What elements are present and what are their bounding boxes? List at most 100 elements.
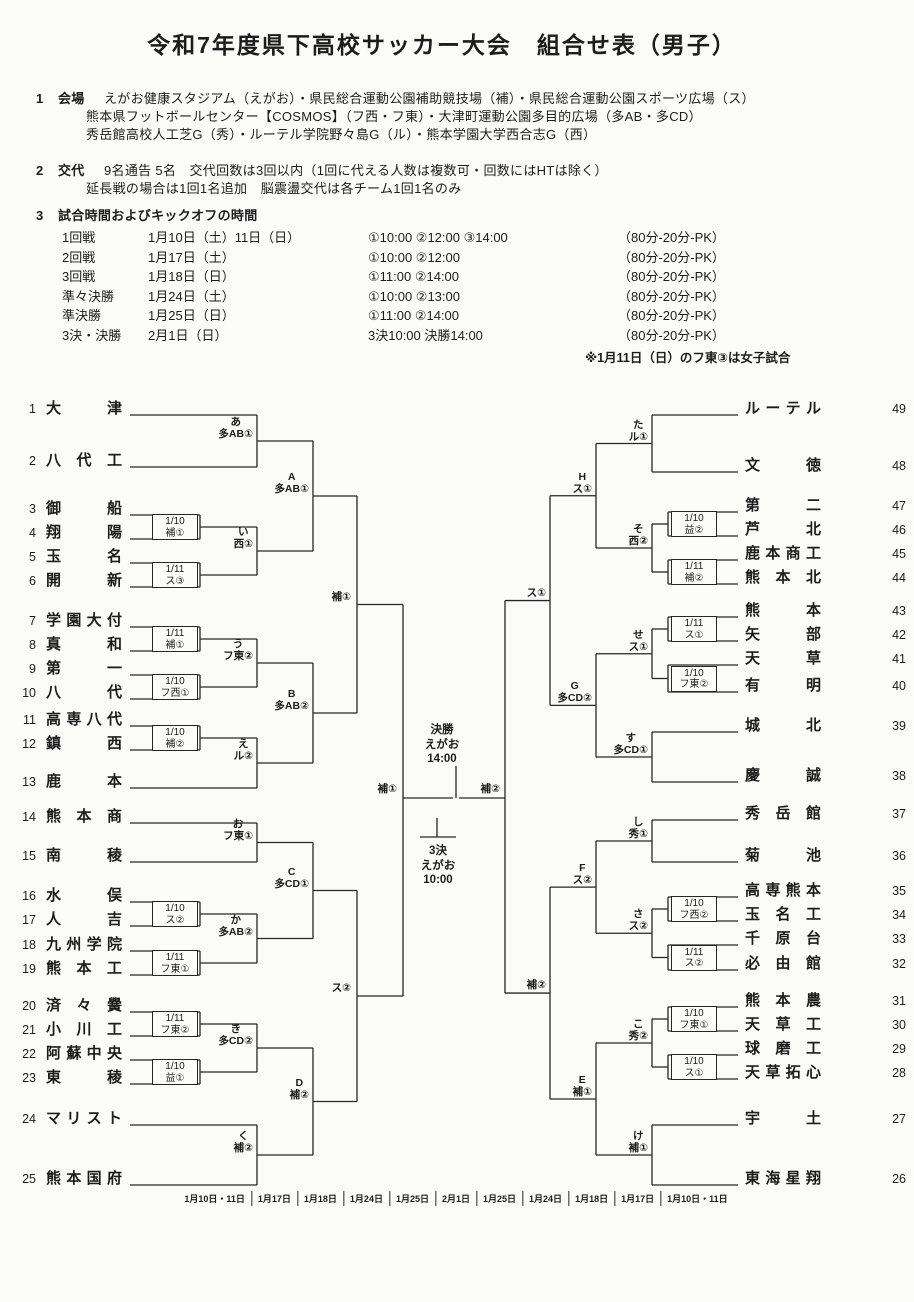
footer-date: 1月10日・11日 bbox=[660, 1191, 734, 1206]
match-duration: （80分-20分-PK） bbox=[618, 230, 725, 245]
match-venue-label: 多AB② bbox=[218, 925, 253, 938]
match-venue-label: 補① bbox=[331, 590, 351, 603]
team-name: 矢部 bbox=[745, 626, 821, 643]
page-title: 令和7年度県下高校サッカー大会 組合せ表（男子） bbox=[147, 32, 737, 58]
kickoff-times: 3決10:00 決勝14:00 bbox=[368, 327, 483, 343]
match-venue-label: 補② bbox=[526, 979, 546, 992]
team-number: 40 bbox=[892, 679, 906, 693]
team-number: 44 bbox=[892, 571, 906, 585]
team-number: 4 bbox=[29, 526, 36, 540]
match-venue: 益① bbox=[165, 1072, 185, 1084]
match-letter: D bbox=[295, 1076, 304, 1089]
match-date: 1/10 bbox=[684, 1056, 704, 1067]
match-venue: 補① bbox=[165, 639, 185, 651]
match-venue: 補② bbox=[684, 572, 704, 584]
round-date: 1月24日（土） bbox=[148, 288, 235, 304]
match-venue-label: 補① bbox=[628, 1142, 648, 1154]
third-place-venue: えがお bbox=[420, 859, 456, 872]
match-venue-label: 西② bbox=[628, 535, 648, 547]
match-date: 1/10 bbox=[684, 898, 704, 909]
team-number: 9 bbox=[29, 662, 36, 676]
footer-date: 2月1日 bbox=[434, 1191, 476, 1206]
team-name: 文徳 bbox=[745, 457, 821, 474]
section-label: 会場 bbox=[58, 91, 85, 106]
match-venue-label: ス① bbox=[628, 640, 648, 653]
match-venue: 補② bbox=[165, 738, 185, 750]
match-letter: く bbox=[238, 1130, 249, 1142]
match-venue-label: 補② bbox=[289, 1088, 309, 1101]
team-name: 熊本農 bbox=[745, 992, 821, 1009]
match-letter: G bbox=[570, 680, 579, 693]
team-number: 3 bbox=[29, 502, 36, 516]
round-name: 2回戦 bbox=[62, 249, 96, 265]
match-venue: 益② bbox=[684, 524, 704, 536]
team-number: 16 bbox=[22, 889, 36, 903]
match-label: 補① bbox=[378, 783, 397, 795]
match-duration: （80分-20分-PK） bbox=[618, 288, 725, 304]
match-venue-label: 補① bbox=[377, 783, 397, 795]
team-number: 39 bbox=[892, 719, 906, 733]
match-venue-label: 多CD① bbox=[274, 877, 309, 890]
match-venue-label: 多CD② bbox=[557, 692, 592, 705]
match-venue-label: 西① bbox=[233, 538, 253, 550]
match-label: さス② bbox=[629, 908, 648, 932]
match-label: うフ東② bbox=[223, 638, 253, 662]
match-date: 1/10 bbox=[165, 676, 185, 687]
team-number: 31 bbox=[892, 994, 906, 1008]
match-venue-label: ス② bbox=[628, 920, 648, 933]
team-number: 21 bbox=[22, 1023, 36, 1037]
match-venue: フ東① bbox=[160, 963, 190, 975]
team-number: 13 bbox=[22, 775, 36, 789]
footer-date: 1月24日 bbox=[342, 1191, 389, 1206]
team-number: 26 bbox=[892, 1172, 906, 1186]
match-letter: B bbox=[287, 688, 296, 700]
match-letter: た bbox=[633, 418, 644, 431]
team-name: 高専八代 bbox=[46, 711, 122, 728]
team-name: 第二 bbox=[745, 497, 821, 514]
kickoff-times: ①11:00 ②14:00 bbox=[368, 308, 460, 323]
team-name: 東海星翔 bbox=[745, 1170, 821, 1187]
team-number: 42 bbox=[892, 628, 906, 642]
team-name: 有明 bbox=[745, 677, 821, 694]
team-number: 35 bbox=[892, 884, 906, 898]
match-venue-label: 多CD① bbox=[613, 744, 648, 756]
round-date: 1月18日（日） bbox=[148, 269, 235, 284]
team-name: 熊本国府 bbox=[46, 1170, 122, 1187]
match-date: 1/11 bbox=[684, 561, 704, 572]
team-number: 7 bbox=[29, 614, 36, 628]
kickoff-times: ①10:00 ②12:00 ③14:00 bbox=[368, 230, 508, 245]
substitution-row: 延長戦の場合は1回1名追加 脳震盪交代は各チーム1回1名のみ bbox=[86, 180, 608, 198]
team-number: 8 bbox=[29, 638, 36, 652]
match-venue-label: ス② bbox=[331, 982, 351, 994]
match-venue: 補① bbox=[165, 527, 185, 539]
team-number: 32 bbox=[892, 957, 906, 971]
match-duration: （80分-20分-PK） bbox=[618, 269, 725, 284]
team-number: 29 bbox=[892, 1042, 906, 1056]
third-place-match-label: 3決 えがお 10:00 bbox=[408, 844, 468, 888]
footer-date: 1月18日 bbox=[568, 1191, 614, 1206]
team-number: 45 bbox=[892, 547, 906, 561]
team-number: 49 bbox=[892, 402, 906, 416]
team-name: 鹿本 bbox=[46, 773, 122, 790]
round-name: 3回戦 bbox=[62, 269, 96, 284]
team-name: 慶誠 bbox=[745, 767, 821, 784]
match-date: 1/10 bbox=[165, 903, 185, 914]
team-name: 九州学院 bbox=[46, 936, 122, 953]
match-date: 1/11 bbox=[165, 628, 185, 639]
match-letter: こ bbox=[633, 1018, 644, 1030]
team-name: 菊池 bbox=[745, 847, 821, 864]
team-number: 25 bbox=[22, 1172, 36, 1186]
match-venue-label: 多AB① bbox=[218, 428, 253, 440]
